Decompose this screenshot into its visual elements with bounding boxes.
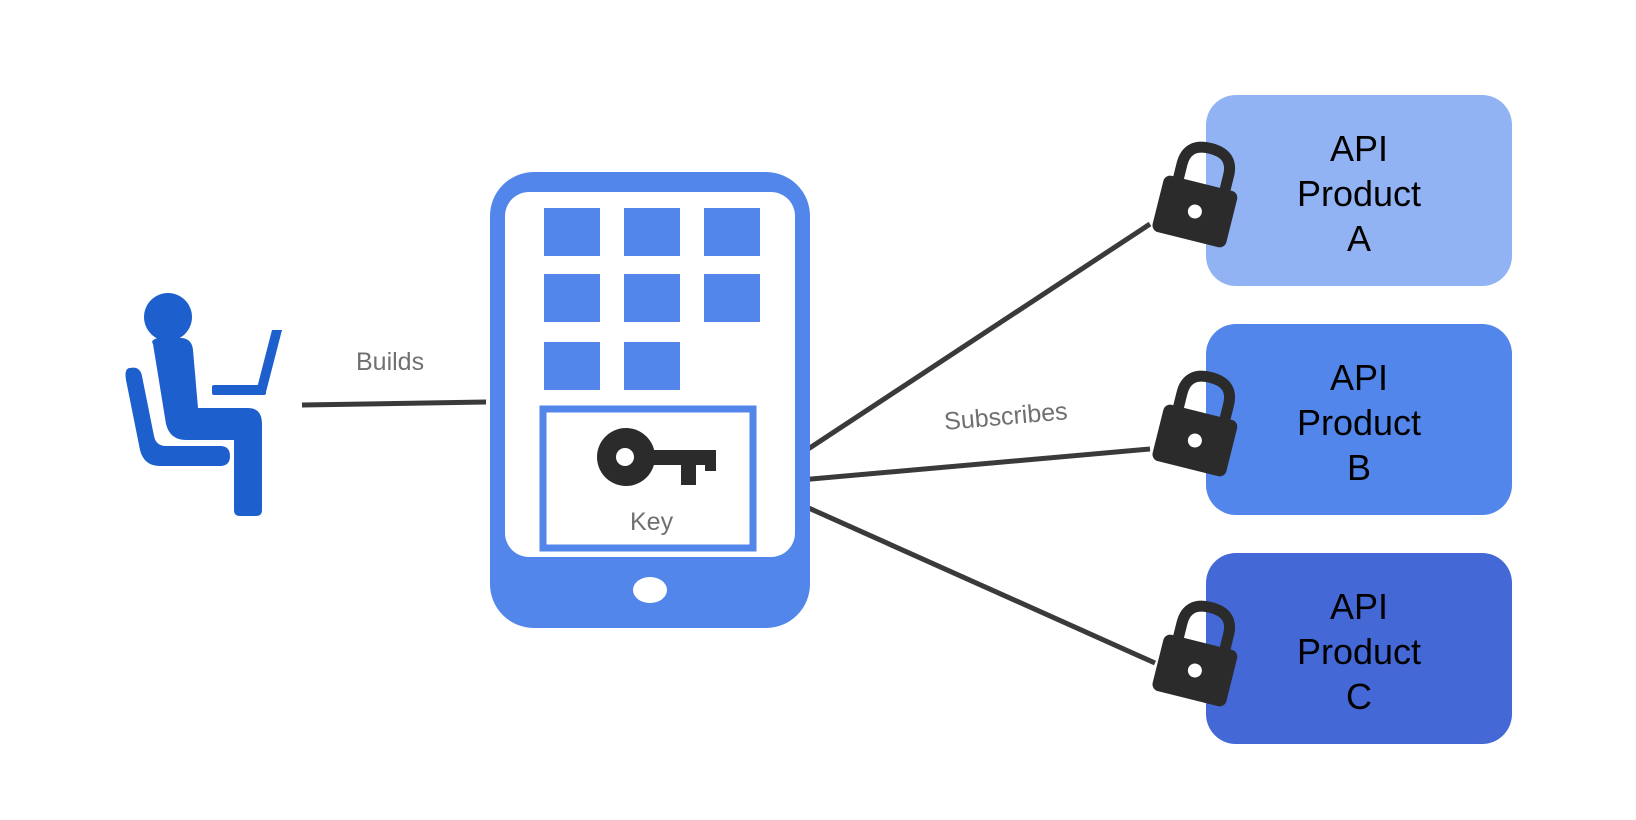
- api-product-a-box: API Product A: [1206, 95, 1512, 286]
- lock-icon: [1152, 370, 1238, 477]
- product-c-line1: API: [1329, 586, 1389, 627]
- lock-icon: [1152, 600, 1238, 707]
- builds-connector: [301, 399, 487, 408]
- developer-at-laptop-icon: [125, 293, 282, 516]
- product-a-line2: Product: [1296, 173, 1422, 214]
- product-b-line1: API: [1329, 357, 1389, 398]
- product-c-line2: Product: [1296, 631, 1422, 672]
- key-icon: [597, 428, 716, 486]
- subscribe-connector-c: [753, 481, 1157, 666]
- key-label: Key: [630, 508, 674, 536]
- product-a-line3: A: [1346, 218, 1371, 259]
- api-product-b-box: API Product B: [1206, 324, 1512, 515]
- product-b-line2: Product: [1296, 402, 1422, 443]
- app-tiles: [544, 208, 760, 390]
- builds-label: Builds: [356, 348, 425, 376]
- api-product-c-box: API Product C: [1206, 553, 1512, 744]
- product-a-line1: API: [1329, 128, 1389, 169]
- product-c-line3: C: [1346, 676, 1372, 717]
- tablet-app-icon: [490, 172, 810, 628]
- product-b-line3: B: [1346, 447, 1371, 488]
- lock-icon: [1152, 141, 1238, 248]
- subscribe-connector-a: [753, 221, 1152, 487]
- subscribe-connector-b: [754, 446, 1151, 487]
